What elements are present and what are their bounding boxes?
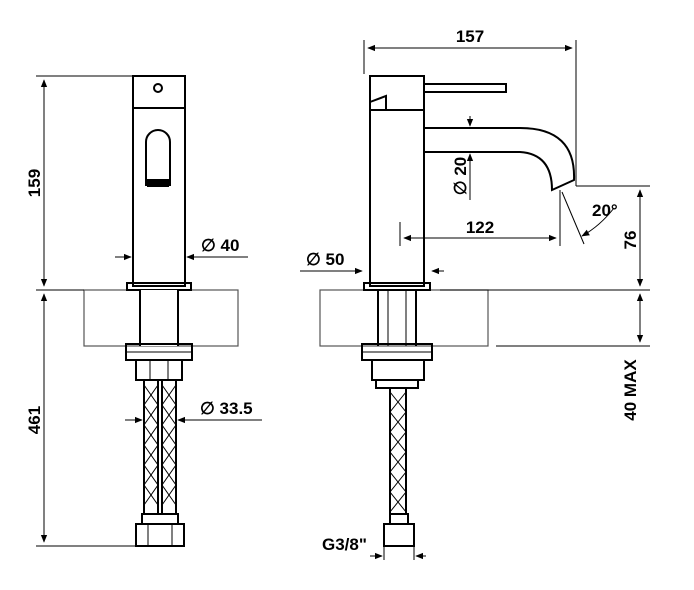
dim-front-height: 159 bbox=[25, 169, 44, 197]
front-aerator bbox=[147, 179, 169, 187]
dim-side-spout-diameter: ∅ 20 bbox=[451, 157, 470, 195]
front-lever-hole bbox=[153, 83, 163, 93]
dim-front-shank-diameter: ∅ 33.5 bbox=[200, 399, 253, 418]
dim-side-deck-thickness: 40 MAX bbox=[621, 359, 640, 421]
dim-front-below-deck: 461 bbox=[25, 406, 44, 434]
dim-front-body-diameter: ∅ 40 bbox=[201, 236, 239, 255]
side-hex-nut bbox=[371, 359, 425, 381]
side-base-ring bbox=[363, 282, 431, 291]
front-view: 159 461 ∅ 40 ∅ 33.5 bbox=[25, 75, 262, 547]
front-hose-right bbox=[161, 379, 177, 515]
side-tap-body bbox=[369, 109, 425, 287]
front-connection-nuts bbox=[135, 523, 185, 547]
front-spout-outlet bbox=[145, 129, 171, 186]
dim-side-connection-thread: G3/8" bbox=[322, 535, 367, 554]
front-hose-left bbox=[143, 379, 159, 515]
front-tap-body bbox=[132, 75, 186, 287]
side-view: 157 ∅ 20 122 20° 76 40 MAX ∅ 50 G3/8" bbox=[300, 27, 650, 560]
dim-side-angle: 20° bbox=[592, 201, 618, 220]
dim-side-width: 157 bbox=[456, 27, 484, 46]
dim-side-base-diameter: ∅ 50 bbox=[306, 250, 344, 269]
side-spout bbox=[423, 127, 576, 192]
dim-side-spout-reach: 122 bbox=[466, 218, 494, 237]
dim-side-spout-height: 76 bbox=[621, 231, 640, 250]
side-lever-handle bbox=[423, 83, 507, 93]
side-connection-nut bbox=[383, 523, 415, 547]
side-deck-section bbox=[319, 289, 489, 347]
side-lever-head bbox=[369, 75, 425, 111]
front-hex-nut bbox=[135, 359, 183, 381]
